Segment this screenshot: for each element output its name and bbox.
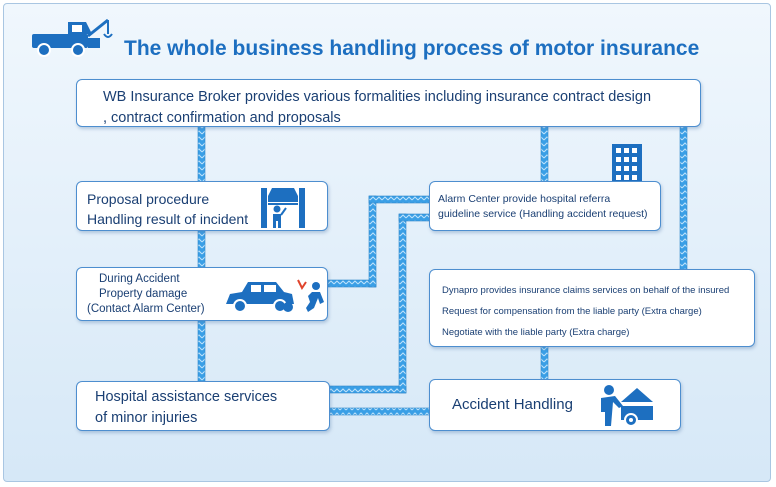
connector-accident-hospital <box>197 317 206 385</box>
connector-broker-alarm <box>540 125 549 185</box>
page-title: The whole business handling process of m… <box>124 37 700 60</box>
connector-accident-alarm-top <box>368 195 432 204</box>
accident-line-3: (Contact Alarm Center) <box>87 303 205 315</box>
proposal-line-1: Proposal procedure <box>87 191 210 207</box>
alarm-center-box: Alarm Center provide hospital referra gu… <box>429 181 661 231</box>
accident-line-1: During Accident <box>99 273 180 285</box>
connector-broker-dynapro <box>679 125 688 273</box>
dynapro-line-1: Dynapro provides insurance claims servic… <box>442 285 730 296</box>
dynapro-box: Dynapro provides insurance claims servic… <box>429 269 755 347</box>
connector-lines <box>197 125 688 416</box>
hospital-line-1: Hospital assistance services <box>95 389 278 405</box>
broker-box: WB Insurance Broker provides various for… <box>76 79 701 127</box>
proposal-box: Proposal procedure Handling result of in… <box>76 181 328 231</box>
hospital-line-2: of minor injuries <box>95 410 198 426</box>
broker-line-1: WB Insurance Broker provides various for… <box>103 89 652 105</box>
dynapro-line-3: Negotiate with the liable party (Extra c… <box>442 327 630 338</box>
alarm-line-1: Alarm Center provide hospital referra <box>438 193 611 205</box>
car-lift-mechanic-icon <box>261 188 305 228</box>
car-collision-icon <box>226 279 324 313</box>
dynapro-line-2: Request for compensation from the liable… <box>442 306 702 317</box>
connector-hospital-handling <box>327 407 433 416</box>
diagram-frame: The whole business handling process of m… <box>3 3 771 482</box>
connector-broker-proposal <box>197 125 206 187</box>
proposal-line-2: Handling result of incident <box>87 211 249 227</box>
hospital-box: Hospital assistance services of minor in… <box>76 381 330 431</box>
connector-accident-alarm-v <box>368 195 377 288</box>
handling-label: Accident Handling <box>452 396 573 413</box>
connector-hospital-alarm-top <box>398 213 432 222</box>
alarm-line-2: guideline service (Handling accident req… <box>438 208 648 220</box>
broker-line-2: , contract confirmation and proposals <box>103 110 341 126</box>
accident-line-2: Property damage <box>99 288 188 300</box>
connector-hospital-alarm-v <box>398 213 407 394</box>
office-building-icon <box>612 144 642 188</box>
tow-truck-icon <box>32 18 113 57</box>
connector-hospital-alarm-h <box>327 385 407 394</box>
connector-dynapro-handling <box>540 345 549 383</box>
connector-proposal-accident <box>197 229 206 271</box>
mechanic-repair-icon <box>601 385 653 427</box>
accident-handling-box: Accident Handling <box>429 379 681 431</box>
